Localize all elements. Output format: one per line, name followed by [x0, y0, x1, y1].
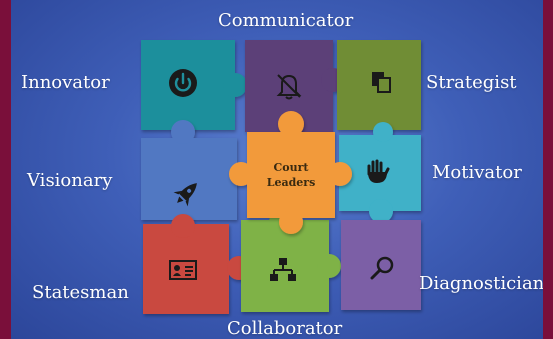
role-label-communicator: Communicator: [218, 10, 354, 31]
center-label-line2: Leaders: [267, 176, 316, 189]
puzzle-piece-orange-center: [229, 111, 352, 234]
puzzle-piece-steel-blue: [141, 120, 237, 220]
center-label-line1: Court: [274, 161, 310, 174]
role-label-collaborator: Collaborator: [227, 318, 343, 339]
id-card-icon: [169, 260, 197, 280]
role-label-visionary: Visionary: [27, 170, 113, 191]
power-icon: [169, 69, 197, 97]
rocket-icon: [173, 183, 197, 207]
bell-off-icon: [276, 74, 302, 100]
role-label-statesman: Statesman: [32, 282, 129, 303]
puzzle-piece-violet: [341, 220, 421, 310]
magnifier-icon: [370, 256, 394, 280]
hand-icon: [367, 159, 390, 183]
org-chart-icon: [270, 258, 296, 281]
role-label-innovator: Innovator: [21, 72, 110, 93]
puzzle-grid: Court Leaders: [141, 40, 421, 314]
role-label-diagnostician: Diagnostician: [419, 273, 543, 294]
diagram-canvas: Court Leaders Communicator Innovator Str…: [11, 0, 543, 339]
role-label-motivator: Motivator: [432, 162, 522, 183]
puzzle-piece-cyan: [339, 122, 421, 223]
copy-icon: [372, 72, 391, 93]
role-label-strategist: Strategist: [426, 72, 517, 93]
